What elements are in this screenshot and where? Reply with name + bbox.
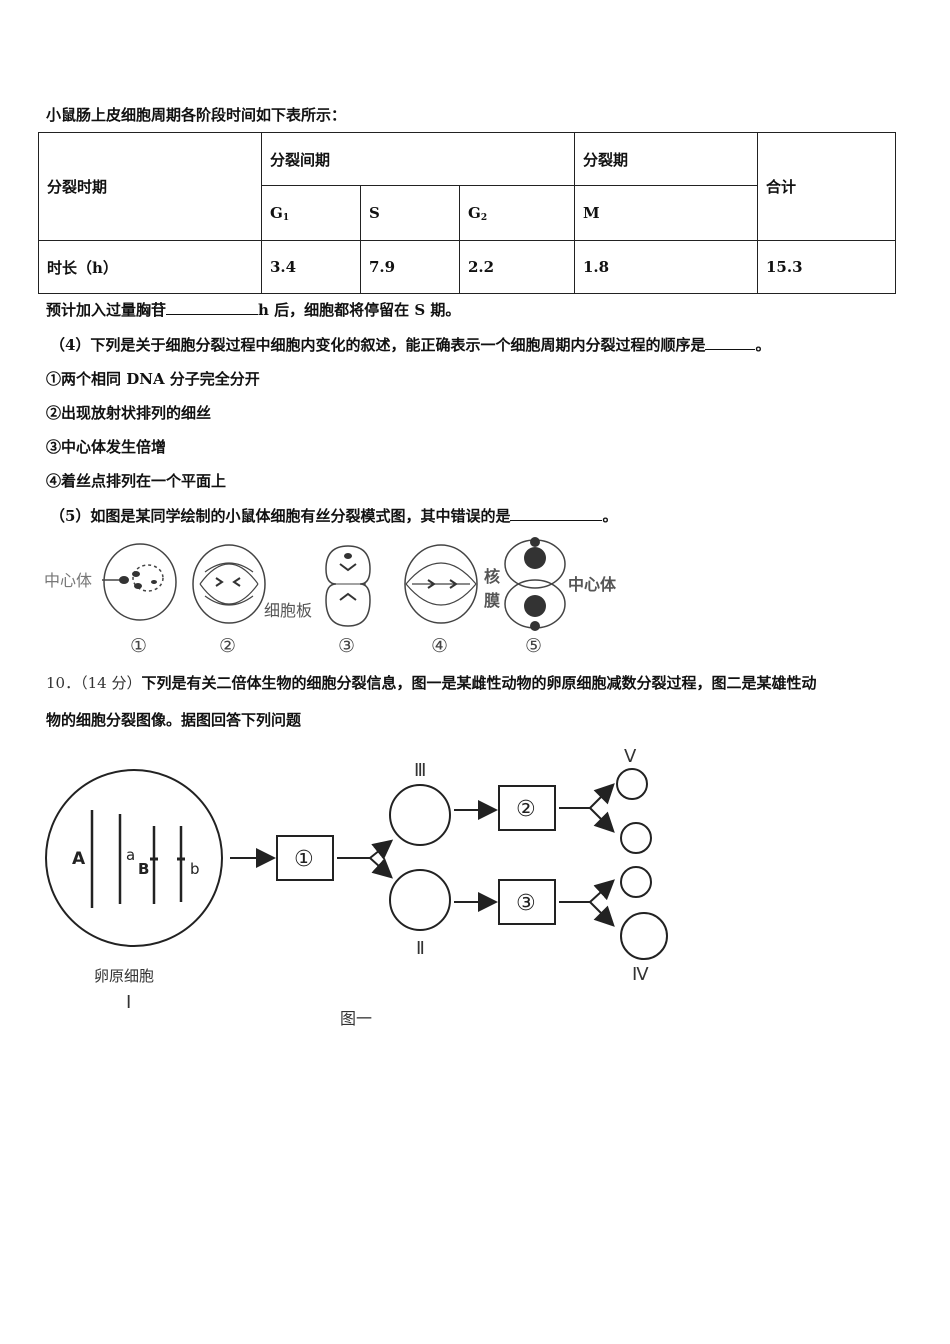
step-1-label: ① — [294, 847, 314, 872]
oogonium-cell — [45, 769, 223, 947]
polar-body — [620, 822, 652, 854]
gene-label-b-upper: B — [138, 860, 149, 878]
oogonium-label: 卵原细胞 — [94, 967, 154, 985]
label-cell-plate: 细胞板 — [264, 601, 312, 620]
roman-iii: Ⅲ — [414, 760, 426, 781]
question-4: （4）下列是关于细胞分裂过程中细胞内变化的叙述，能正确表示一个细胞周期内分裂过程… — [50, 335, 771, 354]
header-interphase: 分裂间期 — [261, 132, 575, 186]
row-header-phase: 分裂时期 — [38, 132, 262, 241]
label-centrosome-left: 中心体 — [44, 571, 92, 590]
duration-total: 15.3 — [757, 240, 896, 294]
figure-number-3: ③ — [338, 635, 355, 657]
duration-m: 1.8 — [574, 240, 758, 294]
cell-1 — [103, 543, 177, 621]
phase-g1: G1 — [261, 185, 361, 241]
option-3: ③中心体发生倍增 — [46, 438, 167, 456]
nucleus-1 — [132, 564, 164, 592]
gene-label-a-lower: a — [126, 846, 135, 864]
cell-4 — [404, 544, 478, 624]
header-mitosis: 分裂期 — [574, 132, 758, 186]
roman-i: Ⅰ — [126, 992, 131, 1013]
label-nuclear-membrane-1: 核 — [484, 567, 500, 586]
duration-g1: 3.4 — [261, 240, 361, 294]
question-10: 10．（14 分）下列是有关二倍体生物的细胞分裂信息，图一是某雌性动物的卵原细胞… — [46, 674, 817, 692]
question-number: 10． — [46, 674, 81, 692]
header-total: 合计 — [757, 132, 896, 241]
step-2-box — [498, 785, 556, 831]
oogenesis-diagram: A a B b 卵原细胞 Ⅰ Ⅱ Ⅲ Ⅳ Ⅴ ① ② ③ 图一 — [45, 746, 668, 1028]
step-2-label: ② — [516, 797, 536, 822]
answer-blank[interactable] — [705, 335, 756, 350]
polar-body — [620, 866, 652, 898]
roman-v: Ⅴ — [624, 746, 637, 767]
phase-m: M — [574, 185, 758, 241]
figure-number-5: ⑤ — [525, 635, 542, 657]
phase-g2: G2 — [459, 185, 575, 241]
cell-3 — [325, 545, 371, 627]
figure-number-1: ① — [130, 635, 147, 657]
cell-cycle-table: 分裂时期 分裂间期 分裂期 合计 G1 S G2 M 时长（h） 3.4 7.9… — [38, 132, 896, 294]
step-1-box — [276, 835, 334, 881]
question-score: （14 分） — [80, 674, 142, 692]
label-nuclear-membrane-2: 膜 — [484, 591, 500, 610]
gene-label-b-lower: b — [190, 860, 200, 878]
step-3-box — [498, 879, 556, 925]
cell-iii — [389, 784, 451, 846]
answer-blank[interactable] — [166, 300, 259, 315]
answer-blank[interactable] — [510, 506, 603, 521]
question-5: （5）如图是某同学绘制的小鼠体细胞有丝分裂模式图，其中错误的是。 — [50, 506, 618, 525]
table-intro: 小鼠肠上皮细胞周期各阶段时间如下表所示： — [46, 106, 347, 124]
figure-number-4: ④ — [431, 635, 448, 657]
question-10-line-2: 物的细胞分裂图像。据图回答下列问题 — [46, 711, 302, 729]
roman-ii: Ⅱ — [416, 938, 425, 959]
figure-number-2: ② — [219, 635, 236, 657]
duration-g2: 2.2 — [459, 240, 575, 294]
label-centrosome-right: 中心体 — [568, 575, 617, 594]
duration-s: 7.9 — [360, 240, 460, 294]
centrosome-dot — [524, 595, 546, 617]
roman-iv: Ⅳ — [632, 964, 649, 985]
cell-iv — [620, 912, 668, 960]
option-2: ②出现放射状排列的细丝 — [46, 404, 212, 422]
gene-label-a-upper: A — [72, 849, 86, 869]
cell-ii — [389, 869, 451, 931]
option-1: ①两个相同 DNA 分子完全分开 — [46, 370, 260, 388]
duration-label: 时长（h） — [38, 240, 262, 294]
cell-2 — [192, 544, 266, 624]
figure-caption: 图一 — [340, 1009, 372, 1028]
mitosis-diagrams-figure: 中心体 细胞板 核 膜 中心体 ① ② ③ ④ ⑤ — [44, 537, 617, 657]
phase-s: S — [360, 185, 460, 241]
option-4: ④着丝点排列在一个平面上 — [46, 472, 227, 490]
step-3-label: ③ — [516, 891, 536, 916]
centrosome-dot — [524, 547, 546, 569]
cell-v — [616, 768, 648, 800]
